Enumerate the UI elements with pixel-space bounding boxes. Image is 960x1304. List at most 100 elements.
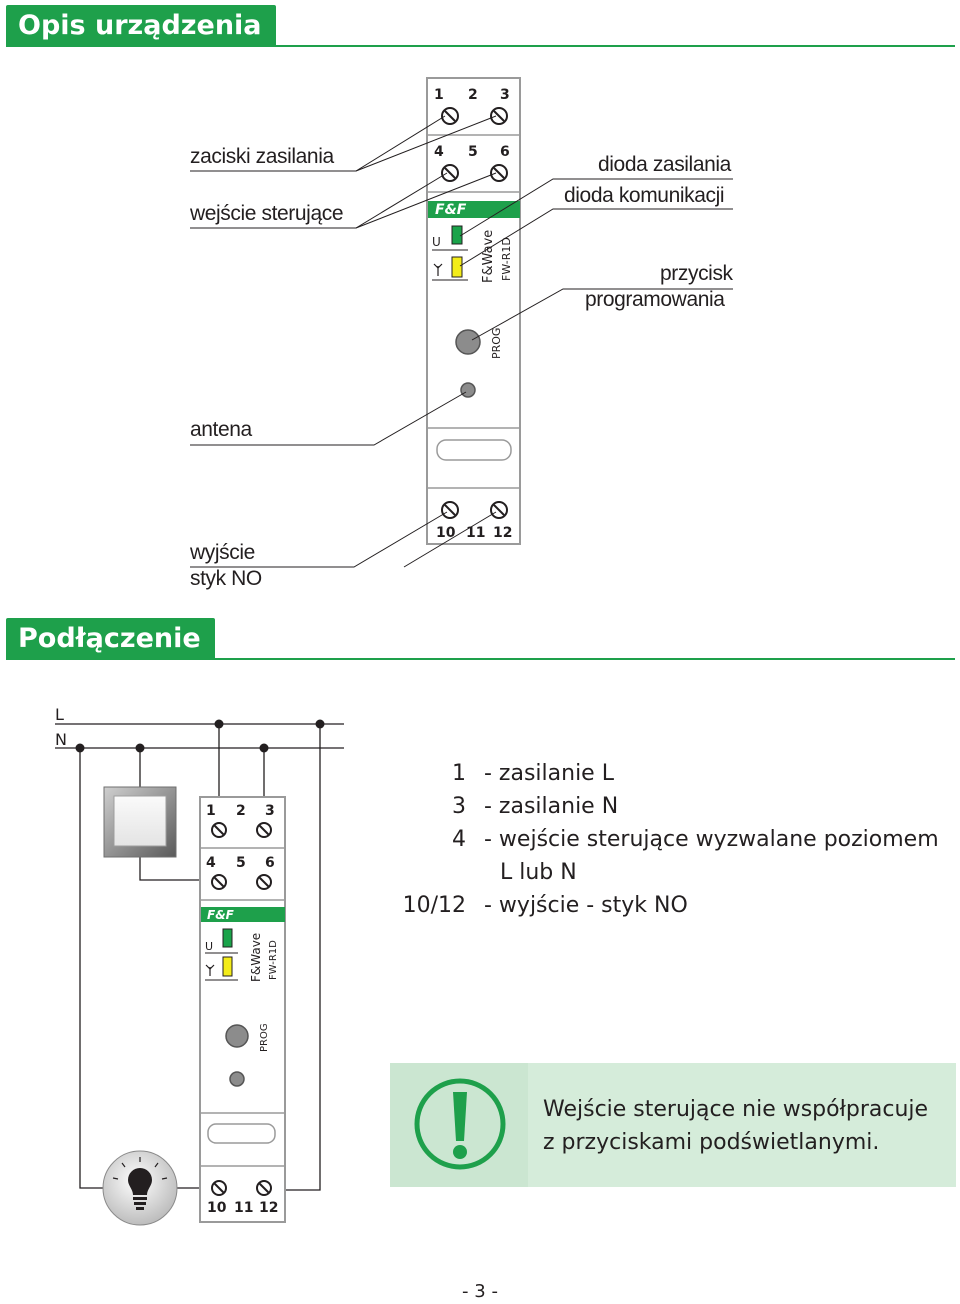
section-rule-description: [6, 45, 955, 47]
terminal-number: 4: [206, 855, 216, 871]
prog-button: [455, 329, 481, 355]
label-prog-button-1: przycisk: [660, 262, 733, 285]
label-output-1: wyjście: [190, 541, 255, 564]
leader-line: [190, 391, 467, 446]
junction-dot: [135, 743, 145, 753]
comm-led: [222, 956, 233, 977]
legend-number: 10/12: [402, 893, 466, 918]
leader-line: [355, 172, 497, 229]
product-brand: F&Wave: [481, 230, 496, 283]
junction-dot: [259, 743, 269, 753]
terminal-number: 5: [468, 144, 478, 160]
prog-label: PROG: [259, 1023, 270, 1052]
terminal-number: 10: [207, 1200, 227, 1216]
legend-number: 3: [452, 794, 466, 819]
page-number: - 3 -: [462, 1281, 498, 1302]
junction-dot: [214, 719, 224, 729]
leader-line: [355, 115, 497, 172]
power-led: [451, 225, 463, 245]
screw-icon: [256, 1180, 272, 1196]
brand-band: [201, 907, 285, 922]
screw-icon: [441, 164, 459, 182]
screw-icon: [441, 107, 459, 125]
terminal-number: 3: [500, 87, 510, 103]
screw-icon: [490, 107, 508, 125]
screw-icon: [256, 874, 272, 890]
legend-text-continuation: L lub N: [500, 860, 577, 885]
terminal-number: 5: [236, 855, 246, 871]
legend-text: - zasilanie N: [484, 794, 619, 819]
prog-label: PROG: [490, 328, 503, 359]
screw-icon: [211, 1180, 227, 1196]
product-brand: F&Wave: [249, 933, 263, 982]
note-line-2: z przyciskami podświetlanymi.: [543, 1130, 880, 1155]
terminal-number: 6: [265, 855, 275, 871]
leader-line: [459, 208, 733, 267]
label-output-2: styk NO: [190, 567, 262, 590]
legend-number: 4: [452, 827, 466, 852]
lamp-icon: [102, 1150, 178, 1226]
terminal-number: 1: [206, 803, 216, 819]
screw-icon: [256, 822, 272, 838]
terminal-number: 12: [493, 525, 512, 541]
antenna-point: [460, 382, 476, 398]
legend-text: - zasilanie L: [484, 761, 614, 786]
terminal-number: 2: [468, 87, 478, 103]
label-power-led: dioda zasilania: [598, 153, 731, 176]
terminal-number: 6: [500, 144, 510, 160]
section-title-connection: Podłączenie: [6, 618, 215, 660]
model-label: FW-R1D: [268, 940, 279, 980]
label-prog-button-2: programowania: [585, 288, 725, 311]
led-label-u: U: [205, 940, 213, 953]
terminal-number: 1: [434, 87, 444, 103]
prog-button: [225, 1024, 249, 1048]
wall-switch-icon: [103, 786, 177, 858]
label-power-terminals: zaciski zasilania: [190, 145, 334, 168]
terminal-number: 3: [265, 803, 275, 819]
device-body-small: [199, 796, 286, 1223]
device-body: [426, 77, 521, 545]
antenna-icon: [205, 964, 215, 976]
exclamation-icon: [414, 1078, 506, 1170]
legend-text: - wejście sterujące wyzwalane poziomem: [484, 827, 939, 852]
model-label: FW-R1D: [500, 237, 513, 281]
screw-icon: [490, 501, 508, 519]
legend-number: 1: [452, 761, 466, 786]
brand-logo: F&F: [207, 908, 235, 922]
leader-line: [459, 178, 733, 237]
note-text: Wejście sterujące nie współpracuje z prz…: [543, 1093, 928, 1159]
line-n-label: N: [55, 730, 67, 749]
label-window: [436, 439, 512, 461]
label-comm-led: dioda komunikacji: [564, 184, 725, 207]
power-led: [222, 928, 233, 948]
screw-icon: [441, 501, 459, 519]
antenna-icon: [433, 263, 443, 276]
terminal-number: 12: [259, 1200, 278, 1216]
section-title-description: Opis urządzenia: [6, 5, 276, 47]
wire: [79, 748, 104, 1189]
terminal-number: 2: [236, 803, 246, 819]
wire: [139, 856, 218, 881]
junction-dot: [315, 719, 325, 729]
leader-line: [190, 511, 448, 568]
label-window: [207, 1123, 276, 1144]
screw-icon: [211, 822, 227, 838]
junction-dot: [75, 743, 85, 753]
label-control-input: wejście sterujące: [190, 202, 344, 225]
section-rule-connection: [6, 658, 955, 660]
antenna-point: [229, 1071, 245, 1087]
label-antenna: antena: [190, 418, 252, 441]
note-line-1: Wejście sterujące nie współpracuje: [543, 1097, 929, 1122]
terminal-number: 4: [434, 144, 444, 160]
comm-led: [451, 256, 463, 278]
leader-line: [403, 511, 497, 568]
legend-text: - wyjście - styk NO: [484, 893, 688, 918]
terminal-number: 10: [436, 525, 456, 541]
led-label-u: U: [432, 235, 441, 249]
terminal-number: 11: [466, 525, 485, 541]
leader-line: [471, 288, 733, 341]
screw-icon: [211, 874, 227, 890]
line-l-label: L: [55, 705, 64, 724]
screw-icon: [490, 164, 508, 182]
